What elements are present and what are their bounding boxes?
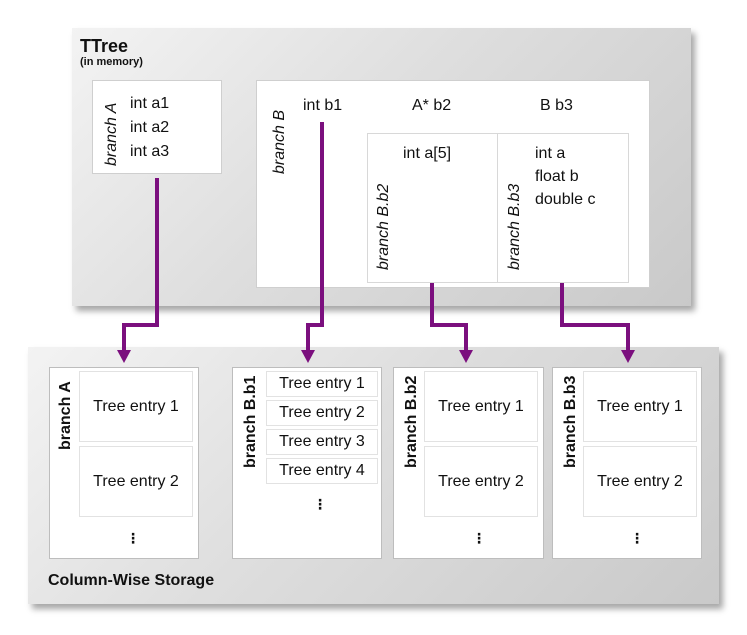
branch-b3-box [497,133,629,283]
ttree-subtitle: (in memory) [80,56,143,68]
branch-b2-member: int a[5] [403,145,452,162]
branch-b3-member: float b [535,168,579,185]
tree-entry: Tree entry 2 [583,446,697,517]
ellipsis: ⋮ [472,530,486,546]
arrow-branch-b2-head [459,350,473,363]
arrow-branch-a-line [122,178,159,352]
branch-b-header: A* b2 [412,97,452,114]
branch-a-box [92,80,222,174]
tree-entry: Tree entry 2 [79,446,193,517]
branch-b3-member: int a [535,145,566,162]
branch-b3-member: double c [535,191,596,208]
branch-b-header: int b1 [303,97,343,114]
arrow-branch-b3-head [621,350,635,363]
arrow-branch-b1-line [306,122,324,352]
tree-entry: Tree entry 2 [424,446,538,517]
ttree-title: TTree [80,36,129,56]
tree-entry: Tree entry 1 [266,371,378,397]
branch-b-header: B b3 [540,97,573,114]
tree-entry: Tree entry 4 [266,458,378,484]
arrow-branch-a-head [117,350,131,363]
tree-entry: Tree entry 3 [266,429,378,455]
tree-entry: Tree entry 1 [424,371,538,442]
branch-b2-box [367,133,498,283]
storage-title: Column-Wise Storage [48,572,215,589]
arrow-branch-b3-line [560,283,630,352]
tree-entry: Tree entry 1 [79,371,193,442]
ellipsis: ⋮ [313,496,327,512]
arrow-branch-b2-line [430,283,468,352]
branch-a-member: int a2 [130,119,170,136]
arrow-branch-b1-head [301,350,315,363]
branch-a-member: int a3 [130,143,170,160]
ellipsis: ⋮ [630,530,644,546]
branch-a-member: int a1 [130,95,170,112]
ellipsis: ⋮ [126,530,140,546]
tree-entry: Tree entry 1 [583,371,697,442]
tree-entry: Tree entry 2 [266,400,378,426]
